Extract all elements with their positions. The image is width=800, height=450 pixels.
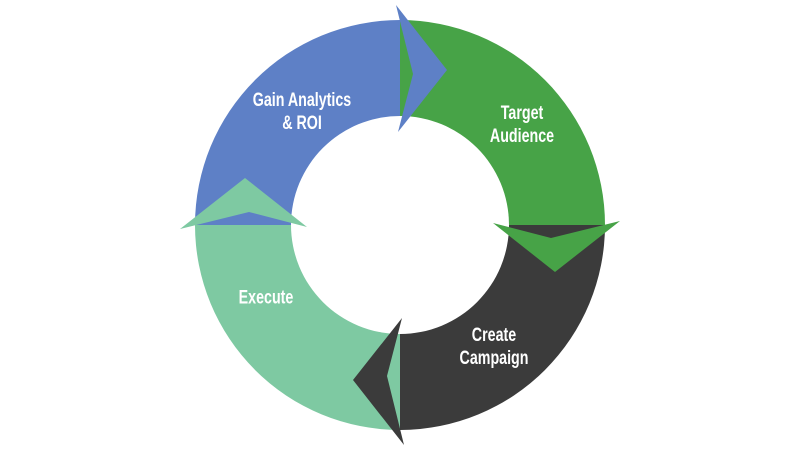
label-execute: Execute [239,287,294,310]
label-gain-analytics-roi: Gain Analytics & ROI [253,89,351,135]
label-line: Campaign [459,348,529,369]
label-create-campaign: Create Campaign [460,324,529,370]
label-line: & ROI [282,113,322,134]
label-target-audience: Target Audience [490,102,554,148]
band-execute [195,225,400,430]
band-target-audience [400,20,605,225]
arrowhead-create-campaign-icon [353,318,404,445]
label-line: Gain Analytics [252,90,352,111]
band-create-campaign [400,225,605,430]
arrowhead-target-audience-icon [493,221,620,272]
band-gain-analytics-roi [195,20,400,225]
arrowhead-execute-icon [180,178,307,229]
label-line: Audience [489,126,555,147]
arrowhead-gain-analytics-roi-icon [396,5,447,132]
label-line: Create [471,325,517,346]
label-line: Target [500,103,544,124]
label-line: Execute [238,287,294,309]
